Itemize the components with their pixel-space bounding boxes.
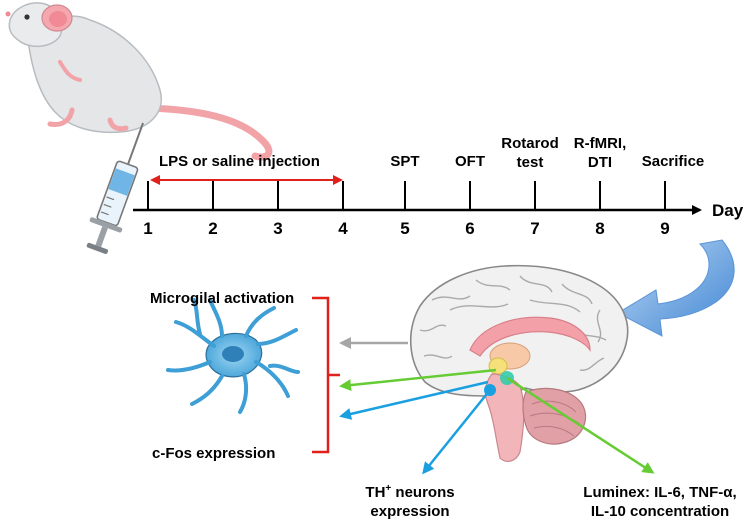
event-label-spt: SPT	[390, 153, 419, 170]
axis-label-day: Day	[712, 201, 744, 220]
event-label-rfmri-2: DTI	[588, 154, 612, 171]
event-label-rfmri-1: R-fMRI,	[574, 135, 627, 152]
day-number-6: 6	[465, 219, 474, 238]
curved-arrow	[616, 239, 735, 337]
injection-label: LPS or saline injection	[159, 153, 320, 170]
timeline: Day LPS or saline injection 1 2 3 4 5 6 …	[133, 135, 744, 238]
day-number-9: 9	[660, 219, 669, 238]
day-number-8: 8	[595, 219, 604, 238]
day-number-4: 4	[338, 219, 348, 238]
event-label-sacrifice: Sacrifice	[642, 153, 705, 170]
day-number-7: 7	[530, 219, 539, 238]
day-number-2: 2	[208, 219, 217, 238]
mouse-icon	[5, 2, 273, 161]
blue-arrow-to-bracket	[339, 380, 489, 420]
microglia-cell-icon	[166, 298, 300, 414]
luminex-label-2: IL-10 concentration	[591, 503, 729, 520]
outcome-bracket	[312, 296, 340, 454]
blue-arrow-to-th	[422, 389, 491, 475]
th-neurons-label-2: expression	[370, 503, 449, 520]
event-label-rotarod-2: test	[517, 154, 544, 171]
day-number-5: 5	[400, 219, 409, 238]
cfos-expression-label: c-Fos expression	[152, 445, 275, 462]
microglia-activation-label: Microgilal activation	[150, 290, 294, 307]
luminex-label-1: Luminex: IL-6, TNF-α,	[583, 484, 736, 501]
day-number-3: 3	[273, 219, 282, 238]
outcomes: Microgilal activation c-Fos expression T…	[150, 290, 737, 520]
day-number-1: 1	[143, 219, 152, 238]
syringe-icon	[86, 122, 144, 254]
event-label-oft: OFT	[455, 153, 485, 170]
brain-sagittal-icon	[410, 264, 629, 462]
green-arrow-to-bracket	[339, 368, 497, 392]
green-arrow-to-luminex	[506, 376, 655, 474]
th-neurons-label-1: TH+ neurons	[365, 483, 454, 501]
event-label-rotarod-1: Rotarod	[501, 135, 559, 152]
